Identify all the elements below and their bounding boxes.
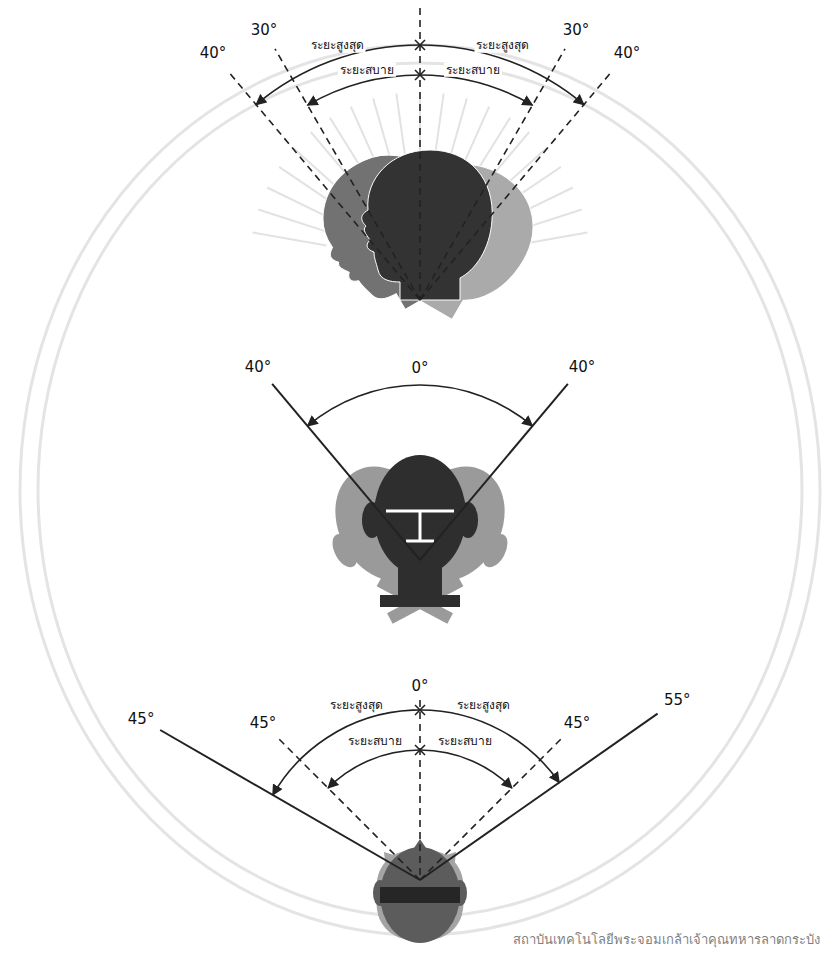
angle-label: 40° <box>198 44 229 62</box>
angle-label: 40° <box>243 358 274 376</box>
range-label: ระยะสูงสุด <box>328 698 385 712</box>
range-arc <box>256 45 584 105</box>
range-label: ระยะสบาย <box>346 734 404 748</box>
center-line <box>419 8 421 300</box>
angle-label: 0° <box>409 359 430 377</box>
range-label: ระยะสบาย <box>444 63 502 77</box>
head-front-silhouette <box>361 444 535 633</box>
limit-line <box>160 730 420 880</box>
limit-line <box>420 384 568 560</box>
range-label: ระยะสูงสุด <box>455 698 512 712</box>
range-label: ระยะสูงสุด <box>474 38 531 52</box>
range-arc <box>308 75 533 105</box>
center-mark <box>415 70 425 80</box>
limit-line <box>272 384 420 560</box>
face <box>374 455 466 575</box>
top-view-figure <box>160 700 657 954</box>
center-line <box>419 700 421 880</box>
seal-ray <box>253 232 327 245</box>
head-front-silhouette <box>362 455 478 607</box>
range-label: ระยะสบาย <box>436 734 494 748</box>
center-mark <box>415 40 425 50</box>
range-arc <box>308 385 533 426</box>
side-view-figure <box>227 8 613 335</box>
angle-label: 40° <box>567 358 598 376</box>
head-side-silhouette <box>362 150 493 300</box>
angle-label: 55° <box>662 691 693 709</box>
center-mark <box>415 705 425 715</box>
limit-line <box>420 714 658 880</box>
center-mark <box>415 745 425 755</box>
head-top-silhouette <box>373 839 467 943</box>
angle-label: 30° <box>249 21 280 39</box>
range-label: ระยะสูงสุด <box>309 38 366 52</box>
angle-label: 45° <box>562 714 593 732</box>
angle-label: 40° <box>612 44 643 62</box>
range-label: ระยะสบาย <box>338 63 396 77</box>
angle-label: 30° <box>561 21 592 39</box>
head-top-silhouette <box>348 822 487 954</box>
head-top-silhouette <box>353 822 492 954</box>
watermark-text: สถาบันเทคโนโลยีพระจอมเกล้าเจ้าคุณทหารลาด… <box>511 932 822 948</box>
eye-line <box>386 511 454 541</box>
angle-label: 45° <box>248 714 279 732</box>
center-mark <box>415 745 425 755</box>
center-mark <box>415 40 425 50</box>
range-arc <box>328 750 512 788</box>
range-arc <box>273 710 559 795</box>
center-mark <box>415 705 425 715</box>
angle-label: 0° <box>409 677 430 695</box>
front-view-figure <box>272 384 568 632</box>
center-mark <box>415 70 425 80</box>
angle-label: 45° <box>126 710 157 728</box>
head-band <box>380 887 460 903</box>
